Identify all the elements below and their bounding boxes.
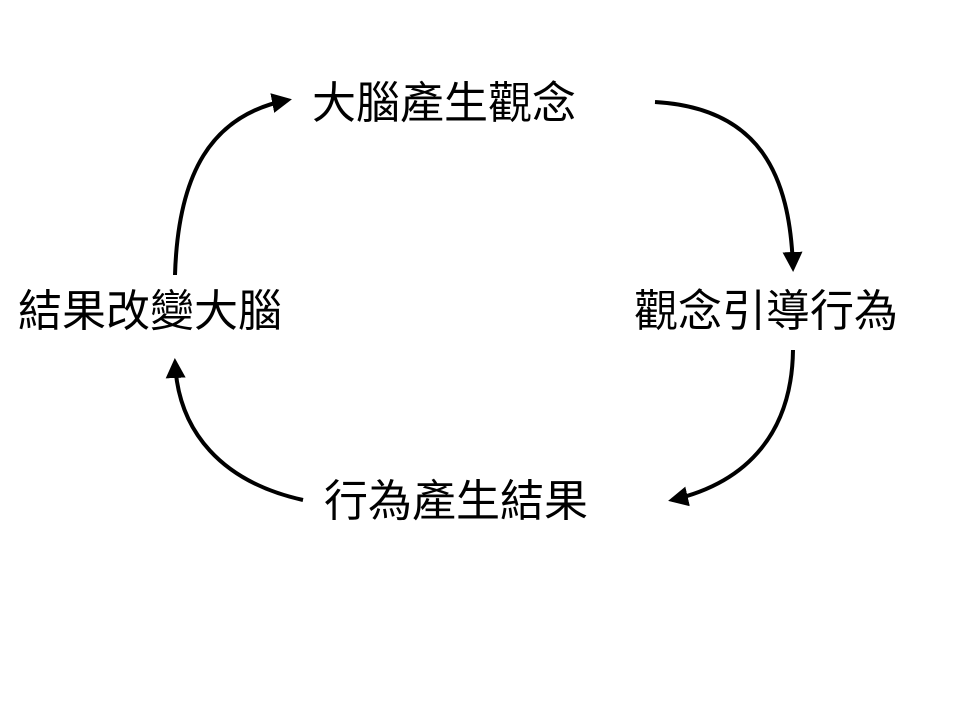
node-top-label: 大腦產生觀念 — [312, 78, 576, 129]
node-right-label: 觀念引導行為 — [634, 286, 898, 337]
arrow-top-to-right — [654, 100, 803, 272]
node-bottom-label: 行為產生結果 — [324, 476, 588, 527]
arrow-right-to-bottom — [668, 349, 795, 507]
arrow-bottom-to-left — [165, 358, 304, 502]
node-left-label: 結果改變大腦 — [18, 286, 282, 337]
arrow-left-to-top — [173, 93, 292, 276]
